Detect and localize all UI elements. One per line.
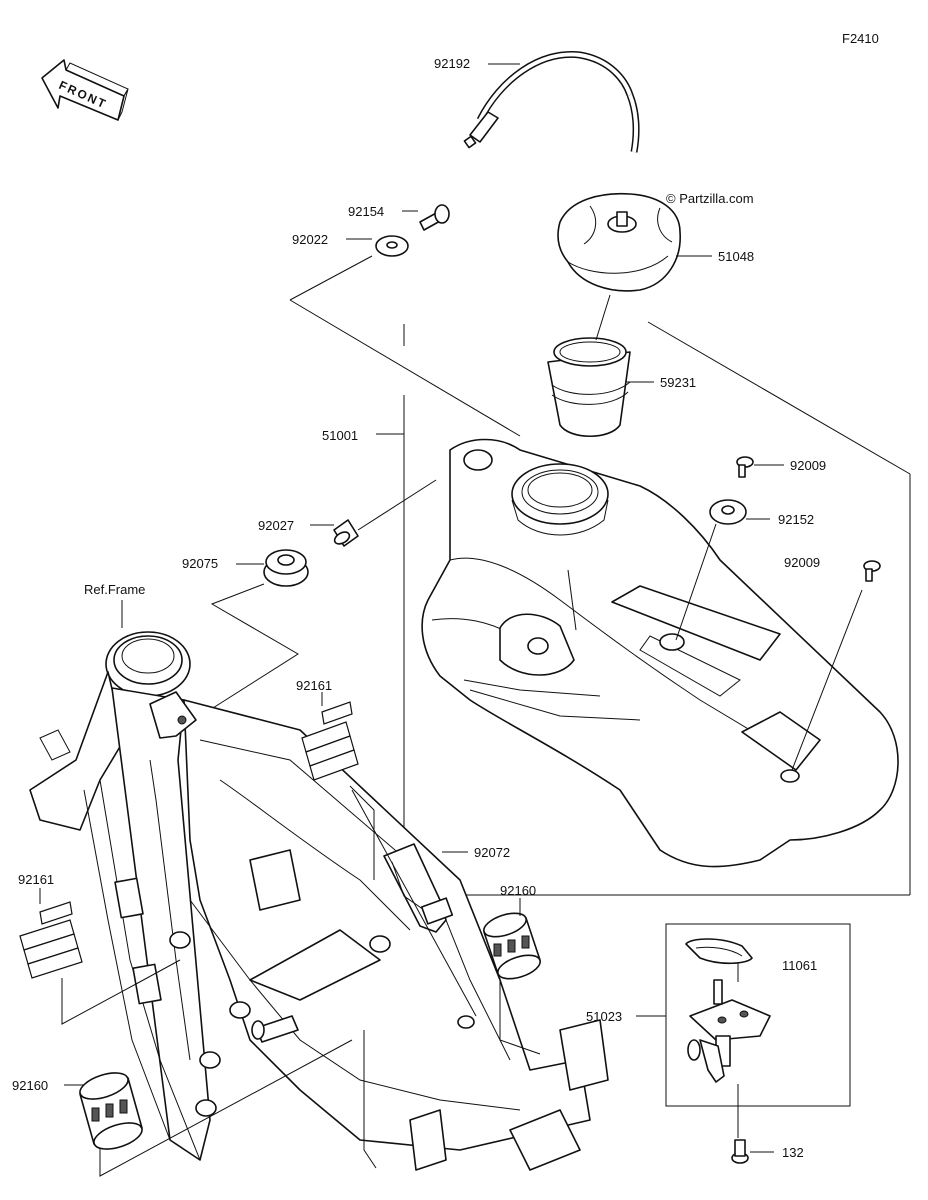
- filter-59231: [547, 337, 631, 437]
- washer-92022: [375, 235, 409, 257]
- part-label-92022: 92022: [292, 232, 328, 247]
- part-label-92075: 92075: [182, 556, 218, 571]
- fuel-tank-51001: [421, 438, 899, 868]
- rubber-92161a: [301, 701, 359, 781]
- screw-92009b: [863, 560, 881, 582]
- part-label-92152: 92152: [778, 512, 814, 527]
- part-label-59231: 59231: [660, 375, 696, 390]
- part-label-92160a: 92160: [500, 883, 536, 898]
- part-label-92161a: 92161: [296, 678, 332, 693]
- copyright: © Partzilla.com: [666, 191, 754, 206]
- part-label-92160b: 92160: [12, 1078, 48, 1093]
- group-bracket-51001: [289, 255, 911, 896]
- fuel-cap-51048: [557, 192, 681, 292]
- diagram-code: F2410: [842, 31, 879, 46]
- damper-92075: [263, 549, 309, 587]
- collar-92027: [333, 519, 359, 547]
- cushion-92160a: [483, 912, 541, 980]
- front-arrow-icon: FRONT: [41, 59, 129, 121]
- grommet-92152: [709, 499, 747, 525]
- part-label-51023: 51023: [586, 1009, 622, 1024]
- part-label-11061: 11061: [782, 958, 817, 973]
- screw-92009a: [736, 456, 754, 478]
- screw-132: [731, 1139, 749, 1164]
- part-label-92154: 92154: [348, 204, 384, 219]
- bolt-92154: [419, 204, 450, 231]
- part-label-92027: 92027: [258, 518, 294, 533]
- part-label-51048: 51048: [718, 249, 754, 264]
- hose-92192: [463, 50, 640, 153]
- rubber-92161b: [19, 901, 83, 979]
- part-label-92072: 92072: [474, 845, 510, 860]
- part-label-132: 132: [782, 1145, 804, 1160]
- frame: [29, 631, 609, 1171]
- cock-group-51023: [665, 923, 851, 1107]
- part-label-51001: 51001: [322, 428, 358, 443]
- cushion-92160b: [79, 1072, 143, 1150]
- ref-frame-label: Ref.Frame: [84, 582, 145, 597]
- part-label-92192: 92192: [434, 56, 470, 71]
- band-92072: [383, 843, 454, 933]
- part-label-92161b: 92161: [18, 872, 54, 887]
- part-label-92009b: 92009: [784, 555, 820, 570]
- part-label-92009a: 92009: [790, 458, 826, 473]
